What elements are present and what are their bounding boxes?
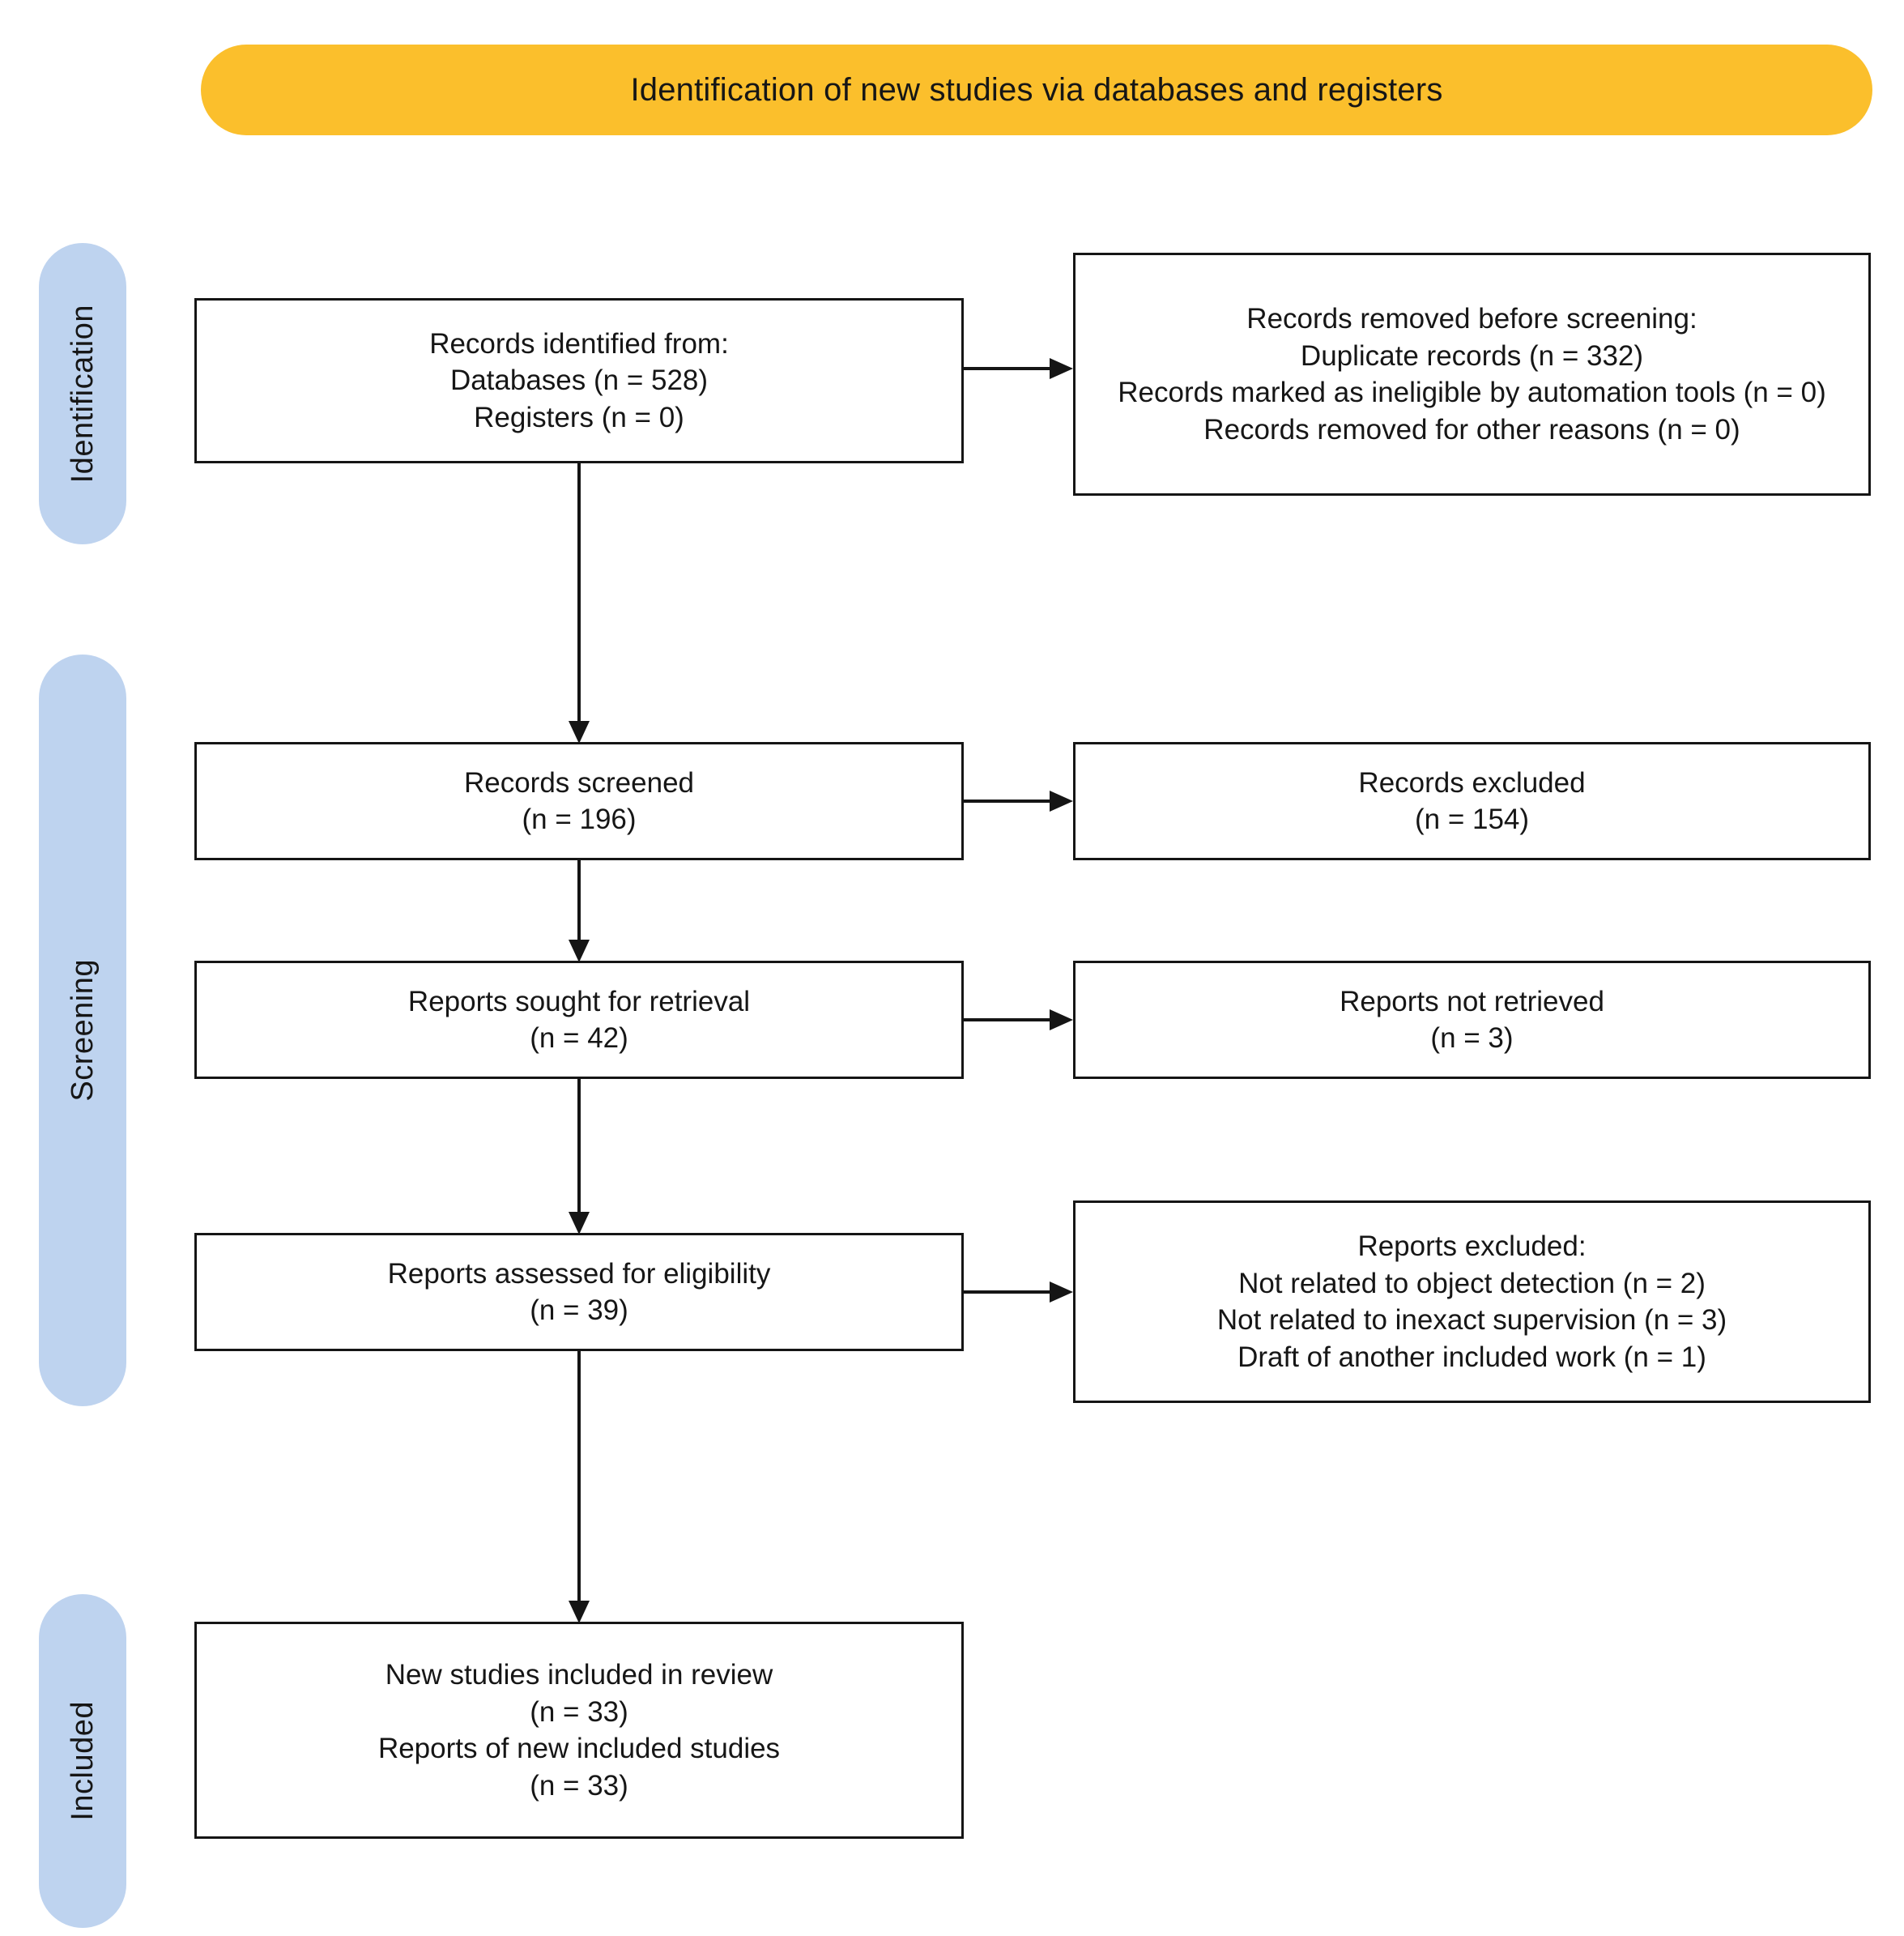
connector-eligibility-to-included bbox=[567, 1351, 591, 1625]
box-reports-excluded: Reports excluded: Not related to object … bbox=[1073, 1200, 1871, 1403]
box-line: Reports not retrieved bbox=[1340, 985, 1604, 1017]
box-line: Reports sought for retrieval bbox=[407, 985, 751, 1017]
box-line: Not related to inexact supervision (n = … bbox=[1216, 1304, 1727, 1336]
box-line: Records removed before screening: bbox=[1246, 303, 1697, 335]
box-reports-assessed-for-eligibility: Reports assessed for eligibility (n = 39… bbox=[194, 1233, 964, 1351]
box-line: Draft of another included work (n = 1) bbox=[1237, 1341, 1706, 1373]
stage-label-identification: Identification bbox=[65, 304, 100, 484]
box-new-studies-included: New studies included in review (n = 33) … bbox=[194, 1622, 964, 1839]
connector-eligibility-to-reports-excluded bbox=[964, 1280, 1077, 1304]
box-line: Records screened bbox=[463, 766, 695, 799]
box-reports-sought-for-retrieval: Reports sought for retrieval (n = 42) bbox=[194, 961, 964, 1079]
box-line: New studies included in review bbox=[385, 1659, 773, 1691]
box-records-identified: Records identified from: Databases (n = … bbox=[194, 298, 964, 463]
box-reports-not-retrieved: Reports not retrieved (n = 3) bbox=[1073, 961, 1871, 1079]
box-line: (n = 39) bbox=[530, 1294, 628, 1326]
stage-pill-identification: Identification bbox=[39, 243, 126, 544]
box-line: (n = 196) bbox=[522, 804, 637, 835]
box-line: (n = 33) bbox=[530, 1695, 628, 1728]
stage-label-screening: Screening bbox=[65, 959, 100, 1102]
page-title: Identification of new studies via databa… bbox=[630, 72, 1443, 108]
connector-identified-to-screened bbox=[567, 463, 591, 745]
box-line: Reports of new included studies bbox=[377, 1733, 781, 1764]
connector-sought-to-not-retrieved bbox=[964, 1008, 1077, 1032]
stage-pill-included: Included bbox=[39, 1594, 126, 1928]
connector-screened-to-excluded bbox=[964, 789, 1077, 813]
box-line: Records excluded bbox=[1358, 766, 1586, 799]
box-line: (n = 154) bbox=[1414, 804, 1530, 835]
box-line: Databases (n = 528) bbox=[449, 365, 709, 397]
box-records-removed-before-screening: Records removed before screening: Duplic… bbox=[1073, 253, 1871, 496]
connector-sought-to-eligibility bbox=[567, 1079, 591, 1236]
box-line: (n = 33) bbox=[530, 1769, 628, 1802]
box-line: Records removed for other reasons (n = 0… bbox=[1203, 413, 1740, 446]
box-line: Duplicate records (n = 332) bbox=[1300, 339, 1644, 372]
box-records-screened: Records screened (n = 196) bbox=[194, 742, 964, 860]
connector-screened-to-sought bbox=[567, 860, 591, 964]
box-records-excluded: Records excluded (n = 154) bbox=[1073, 742, 1871, 860]
header-banner: Identification of new studies via databa… bbox=[201, 45, 1872, 135]
box-line: Not related to object detection (n = 2) bbox=[1238, 1267, 1706, 1299]
box-line: Reports assessed for eligibility bbox=[387, 1257, 771, 1290]
stage-pill-screening: Screening bbox=[39, 655, 126, 1406]
box-line: Registers (n = 0) bbox=[474, 401, 684, 433]
box-line: Records identified from: bbox=[429, 327, 729, 360]
connector-identified-to-removed bbox=[964, 356, 1077, 381]
stage-label-included: Included bbox=[65, 1701, 100, 1821]
box-line: (n = 42) bbox=[530, 1022, 628, 1054]
box-line: Reports excluded: bbox=[1357, 1230, 1587, 1262]
box-line: (n = 3) bbox=[1430, 1022, 1514, 1054]
box-line: Records marked as ineligible by automati… bbox=[1118, 377, 1826, 408]
